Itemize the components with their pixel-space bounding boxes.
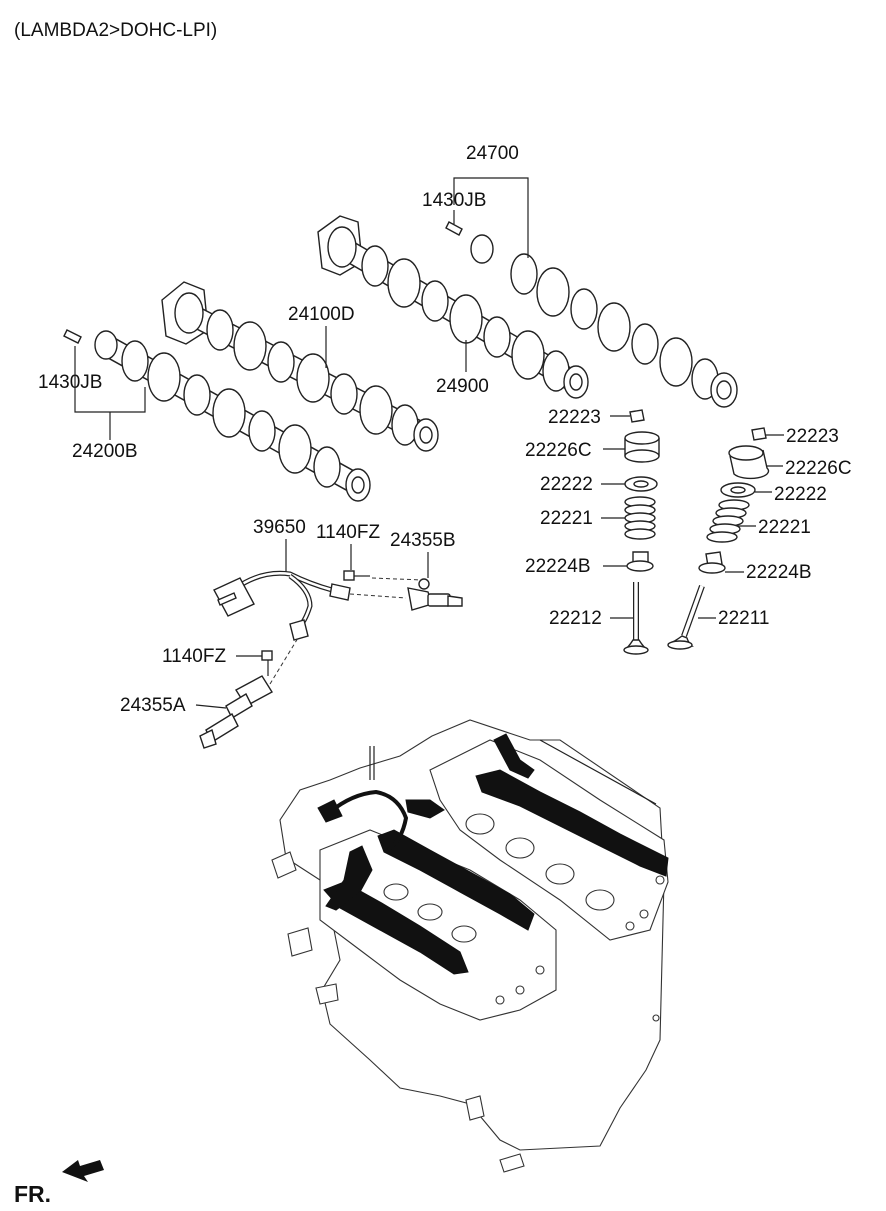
ocv-24355a[interactable] — [199, 637, 299, 749]
valve-lifter-right[interactable] — [728, 445, 770, 480]
label-1140fz-left: 1140FZ — [162, 646, 226, 667]
label-22212: 22212 — [549, 608, 602, 629]
valve-lifter-left[interactable] — [624, 431, 660, 463]
label-24900: 24900 — [436, 376, 489, 397]
label-24700: 24700 — [466, 143, 519, 164]
front-direction-label: FR. — [14, 1181, 51, 1207]
bolt-1140fz-top[interactable] — [343, 570, 370, 581]
label-22224b-right: 22224B — [746, 562, 812, 583]
dowel-pin-right[interactable] — [445, 221, 463, 236]
camshaft-24900[interactable] — [317, 215, 589, 399]
label-22226c-right: 22226C — [785, 458, 852, 479]
label-22224b-left: 22224B — [525, 556, 591, 577]
label-24200b: 24200B — [72, 441, 138, 462]
label-1430jb-right: 1430JB — [422, 190, 486, 211]
label-22221-right: 22221 — [758, 517, 811, 538]
valve-keeper-right[interactable] — [751, 427, 767, 441]
label-24355b: 24355B — [390, 530, 456, 551]
leader-24700 — [453, 177, 529, 258]
label-39650: 39650 — [253, 517, 306, 538]
camshaft-24700[interactable] — [470, 234, 738, 408]
ocv-24355b[interactable] — [349, 577, 463, 611]
valve-spring-left[interactable] — [624, 496, 656, 540]
label-22221-left: 22221 — [540, 508, 593, 529]
valve-spring-right[interactable] — [706, 499, 750, 543]
camshaft-24100d[interactable] — [161, 281, 439, 452]
valve-stack-right — [667, 427, 770, 650]
label-22211: 22211 — [718, 608, 769, 629]
valve-seal-right[interactable] — [698, 551, 726, 574]
valve-seal-left[interactable] — [626, 551, 654, 572]
label-22223-right: 22223 — [786, 426, 839, 447]
diagram-title: (LAMBDA2>DOHC-LPI) — [14, 20, 217, 41]
spring-retainer-left[interactable] — [624, 476, 658, 492]
label-1140fz-top: 1140FZ — [316, 522, 380, 543]
bolt-1140fz-left[interactable] — [261, 650, 273, 676]
valve-keeper-left[interactable] — [629, 409, 645, 423]
spring-retainer-right[interactable] — [720, 482, 756, 498]
label-24100d: 24100D — [288, 304, 355, 325]
label-24355a: 24355A — [120, 695, 186, 716]
valve-stack-left — [623, 409, 660, 655]
valve-exhaust[interactable] — [623, 582, 649, 655]
engine-assembly — [271, 719, 669, 1173]
front-arrow-icon — [62, 1160, 104, 1182]
dowel-pin-left[interactable] — [63, 329, 82, 344]
label-22226c-left: 22226C — [525, 440, 592, 461]
camshaft-24200b[interactable] — [94, 330, 371, 502]
label-22222-right: 22222 — [774, 484, 827, 505]
label-1430jb-left: 1430JB — [38, 372, 102, 393]
label-22222-left: 22222 — [540, 474, 593, 495]
valve-intake[interactable] — [667, 584, 705, 650]
label-22223-left: 22223 — [548, 407, 601, 428]
wiring-harness-39650[interactable] — [213, 570, 351, 641]
